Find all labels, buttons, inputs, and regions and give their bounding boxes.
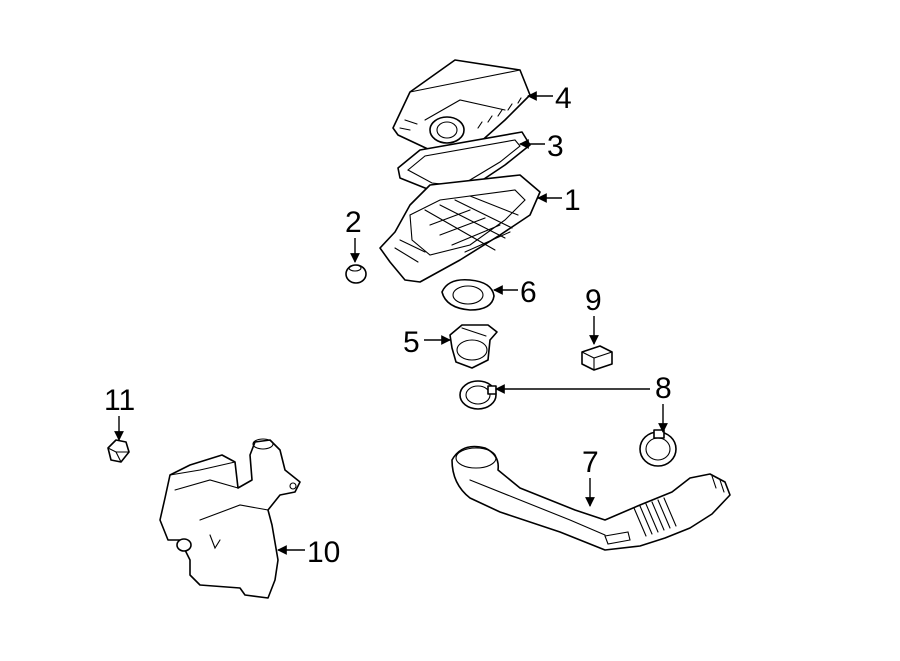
callout-4-label: 4 — [555, 82, 572, 115]
callout-11: 11 — [104, 384, 135, 441]
callout-10-label: 10 — [307, 536, 340, 569]
part-7-intake-duct — [451, 445, 731, 551]
part-8-clamp-upper — [459, 380, 497, 410]
callout-6-label: 6 — [520, 276, 537, 309]
part-11-nut — [107, 439, 130, 463]
part-5-maf-sensor — [449, 324, 498, 369]
callout-11-label: 11 — [104, 384, 135, 417]
part-10-resonator — [159, 438, 301, 599]
callout-3: 3 — [519, 130, 564, 163]
callout-7: 7 — [582, 446, 599, 507]
callout-4: 4 — [527, 82, 572, 115]
callout-5-label: 5 — [403, 326, 420, 359]
part-9-connector — [581, 345, 613, 371]
callout-2: 2 — [345, 206, 362, 263]
callout-2-label: 2 — [345, 206, 362, 239]
part-1-lower-housing — [379, 174, 541, 283]
callout-6: 6 — [493, 276, 537, 309]
part-4-cover — [392, 59, 531, 161]
callout-8: 8 — [495, 372, 672, 433]
part-6-gasket — [441, 278, 495, 311]
callout-3-label: 3 — [547, 130, 564, 163]
callout-5: 5 — [403, 326, 451, 359]
part-2-grommet — [345, 264, 367, 284]
callout-1: 1 — [537, 184, 581, 217]
callout-9-label: 9 — [585, 284, 602, 317]
callout-10: 10 — [277, 536, 340, 569]
callout-1-label: 1 — [564, 184, 581, 217]
callout-7-label: 7 — [582, 446, 599, 479]
callout-8-label: 8 — [655, 372, 672, 405]
part-8-clamp-lower — [639, 429, 677, 467]
callout-9: 9 — [585, 284, 602, 345]
